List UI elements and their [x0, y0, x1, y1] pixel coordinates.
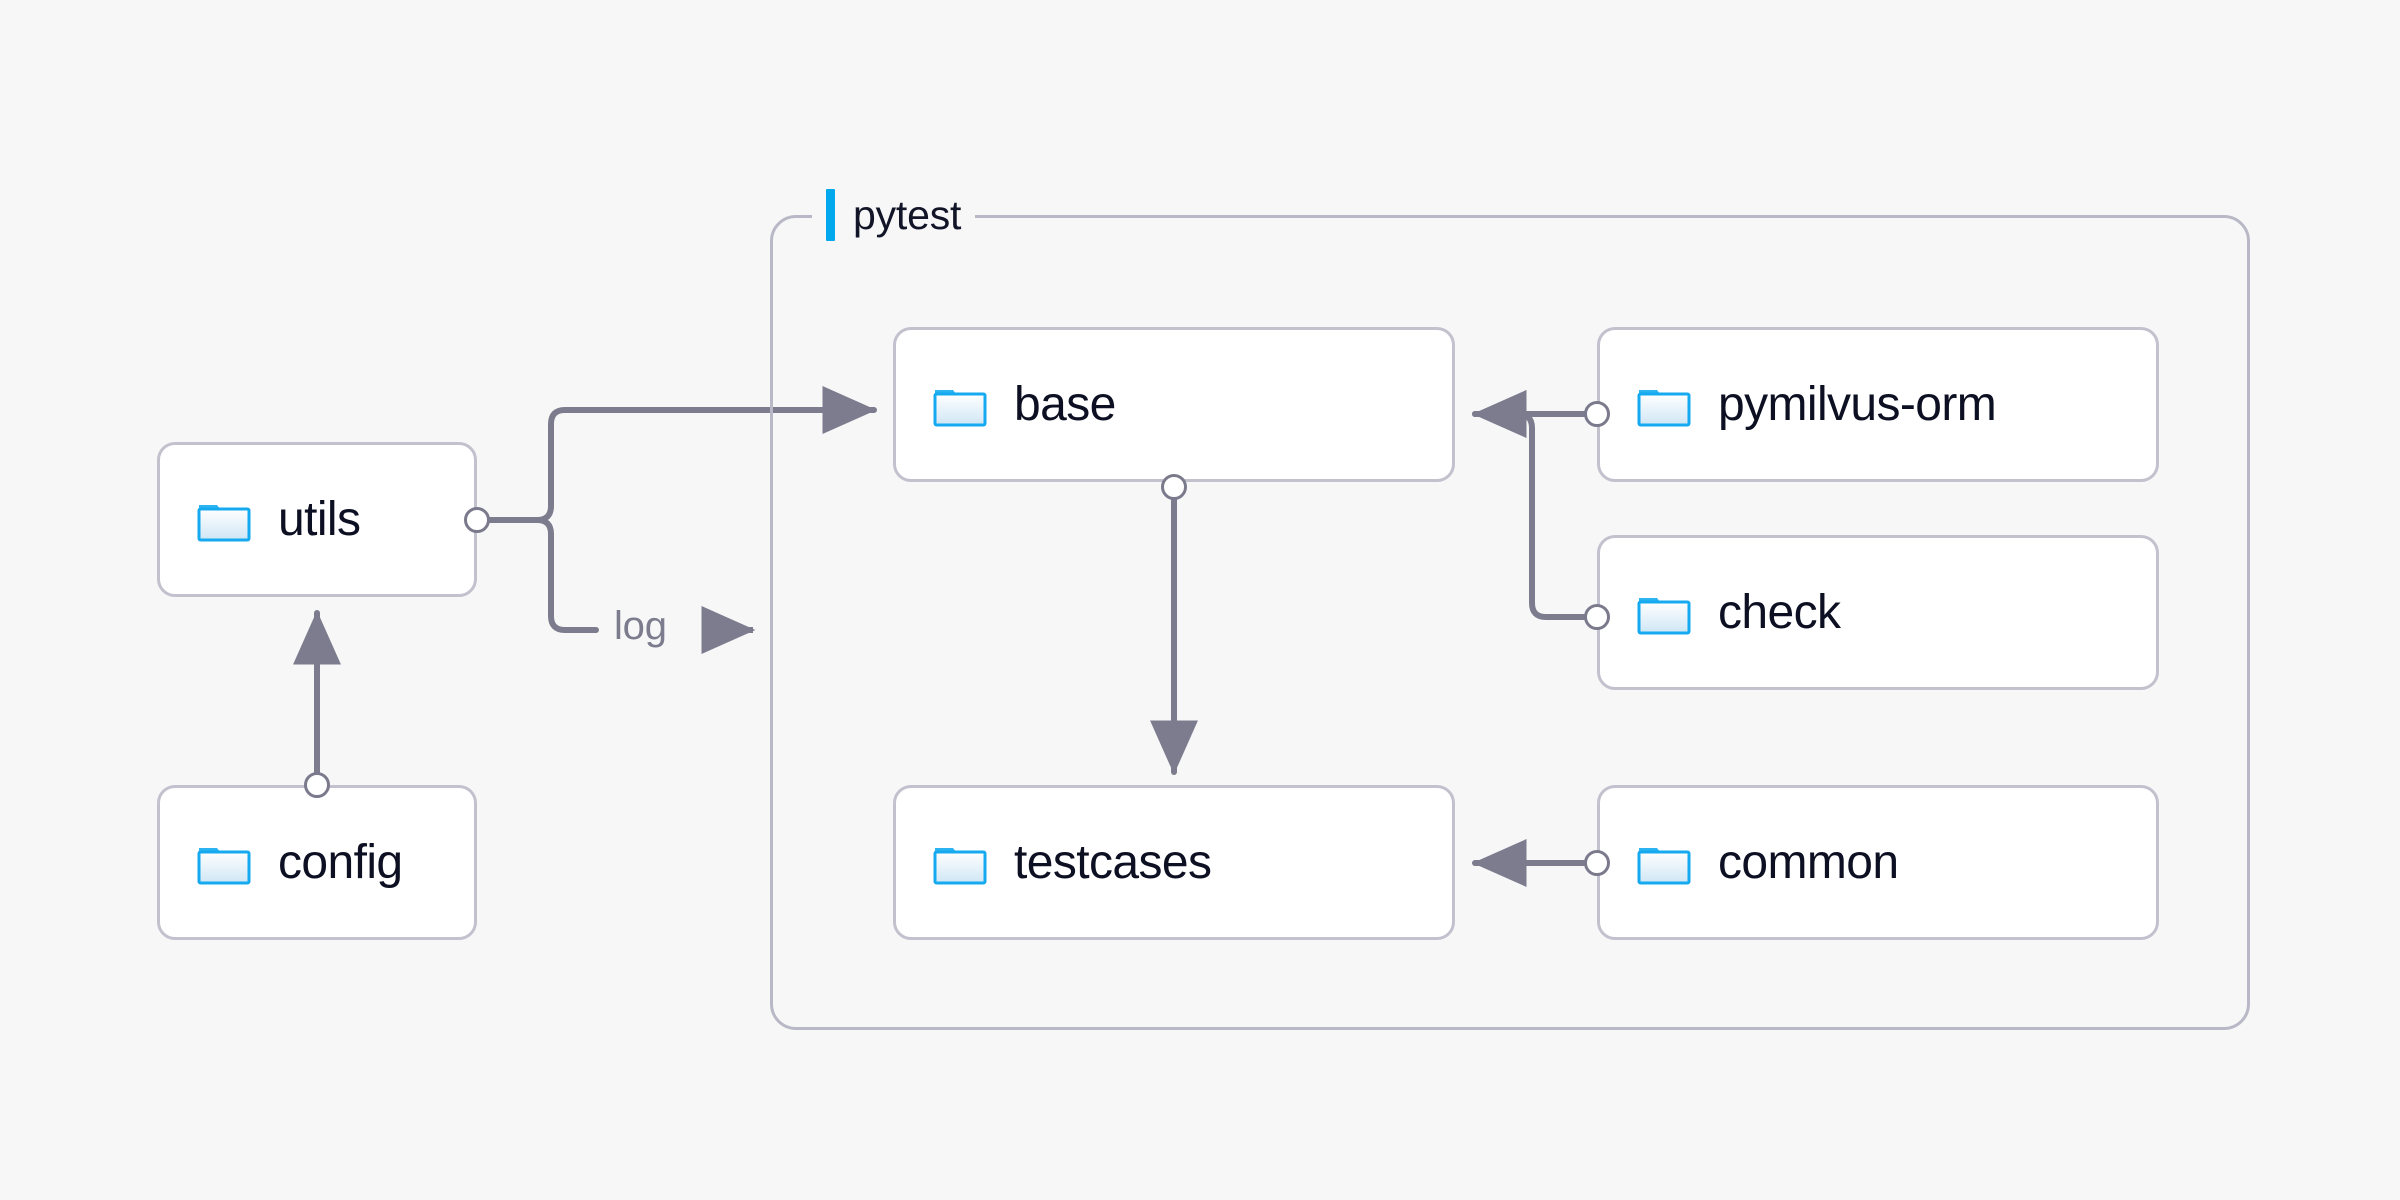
- node-label-utils: utils: [278, 492, 361, 546]
- folder-icon: [1637, 389, 1691, 426]
- node-label-check: check: [1718, 585, 1841, 639]
- edge-label-log: log: [604, 606, 677, 646]
- node-label-common: common: [1718, 835, 1899, 889]
- port-base-bottom[interactable]: [1161, 474, 1187, 500]
- folder-icon: [933, 847, 987, 884]
- node-pymilvus-orm[interactable]: pymilvus-orm: [1597, 327, 2159, 482]
- node-check[interactable]: check: [1597, 535, 2159, 690]
- node-base[interactable]: base: [893, 327, 1455, 482]
- node-testcases[interactable]: testcases: [893, 785, 1455, 940]
- port-utils-right[interactable]: [464, 507, 490, 533]
- group-container-pytest[interactable]: [770, 215, 2250, 1030]
- edge-utils-log: [534, 517, 599, 633]
- folder-icon: [197, 504, 251, 541]
- port-config-top[interactable]: [304, 772, 330, 798]
- folder-icon: [933, 389, 987, 426]
- node-config[interactable]: config: [157, 785, 477, 940]
- folder-icon: [1637, 597, 1691, 634]
- group-label-pytest: pytest: [812, 187, 976, 243]
- group-label-text: pytest: [853, 191, 962, 238]
- vertical-bar-marker-icon: [826, 189, 835, 241]
- node-label-pymilvus-orm: pymilvus-orm: [1718, 377, 1997, 431]
- port-pymilvus-orm-left[interactable]: [1584, 401, 1610, 427]
- port-common-left[interactable]: [1584, 850, 1610, 876]
- folder-icon: [197, 847, 251, 884]
- node-common[interactable]: common: [1597, 785, 2159, 940]
- port-check-left[interactable]: [1584, 604, 1610, 630]
- node-utils[interactable]: utils: [157, 442, 477, 597]
- node-label-config: config: [278, 835, 403, 889]
- node-label-base: base: [1014, 377, 1116, 431]
- node-label-testcases: testcases: [1014, 835, 1212, 889]
- folder-icon: [1637, 847, 1691, 884]
